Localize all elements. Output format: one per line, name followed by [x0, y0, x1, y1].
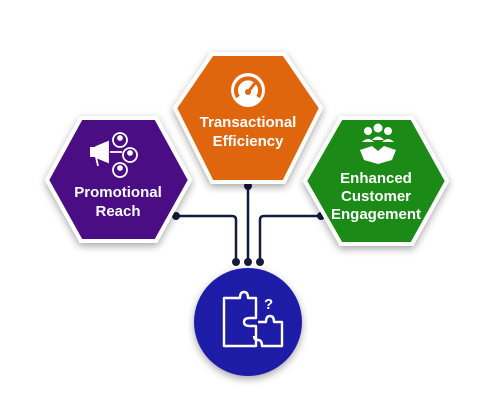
- hexagon-promotional: [44, 116, 193, 243]
- svg-text:?: ?: [264, 296, 273, 313]
- puzzle-question-icon: ?: [222, 290, 284, 348]
- promotional-line2: Reach: [95, 203, 140, 220]
- hexagon-transactional: [172, 52, 324, 184]
- node-promotional-reach: Promotional Reach: [44, 116, 193, 243]
- transactional-line1: Transactional: [200, 114, 297, 131]
- node-transactional-efficiency: Transactional Efficiency: [172, 52, 324, 184]
- node-customer-engagement: Enhanced Customer Engagement: [302, 116, 450, 246]
- speedometer-icon: [231, 73, 265, 107]
- connector-dot: [244, 258, 252, 266]
- hub-node: ?: [194, 268, 302, 376]
- connector-lines: [176, 186, 321, 262]
- engagement-line2: Customer: [341, 188, 411, 205]
- connector-engagement: [258, 214, 321, 262]
- hexagon-engagement: [302, 116, 450, 246]
- connector-dot: [232, 258, 240, 266]
- connector-promotional: [176, 214, 238, 262]
- transactional-line2: Efficiency: [213, 133, 285, 150]
- connector-dot: [256, 258, 264, 266]
- hub-circle: [194, 268, 302, 376]
- megaphone-people-icon: [90, 132, 138, 178]
- handshake-group-icon: [360, 123, 396, 164]
- engagement-line1: Enhanced: [340, 170, 412, 187]
- connector-dot: [172, 212, 180, 220]
- promotional-line1: Promotional: [74, 184, 162, 201]
- engagement-line3: Engagement: [331, 206, 421, 223]
